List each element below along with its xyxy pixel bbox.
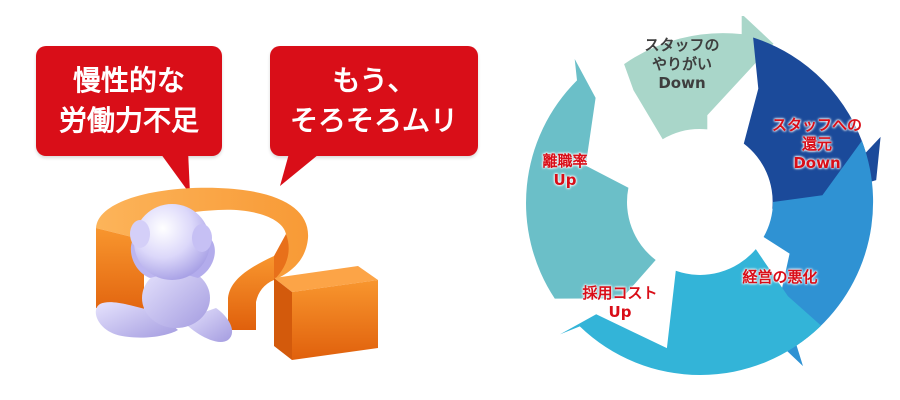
worried-figure-question-mark-icon bbox=[95, 187, 378, 360]
cycle-arrow-motivation bbox=[624, 16, 774, 140]
cycle-label-staff-return: スタッフへの 還元 Down bbox=[771, 116, 862, 172]
cycle-arrow-turnover bbox=[526, 59, 656, 299]
cycle-label-hiring-cost: 採用コスト Up bbox=[582, 284, 658, 321]
bubble-right-tail bbox=[280, 150, 324, 186]
cycle-label-turnover: 離職率 Up bbox=[542, 152, 588, 189]
cycle-label-management: 経営の悪化 bbox=[742, 268, 818, 286]
speech-bubble-cant-go-on: もう、 そろそろムリ bbox=[270, 46, 478, 156]
bubble-right-line-2: そろそろムリ bbox=[289, 104, 458, 137]
cycle-label-motivation: スタッフの やりがい Down bbox=[644, 36, 720, 92]
vicious-cycle-diagram bbox=[526, 16, 881, 376]
bubble-right-line-1: もう、 bbox=[332, 64, 416, 97]
bubble-left-line-1: 慢性的な bbox=[72, 64, 185, 97]
bubble-left-tail bbox=[158, 150, 190, 194]
cycle-arrow-hiring-cost bbox=[559, 249, 822, 376]
speech-bubble-labor-shortage: 慢性的な 労働力不足 bbox=[36, 46, 222, 156]
bubble-left-line-2: 労働力不足 bbox=[58, 104, 199, 137]
